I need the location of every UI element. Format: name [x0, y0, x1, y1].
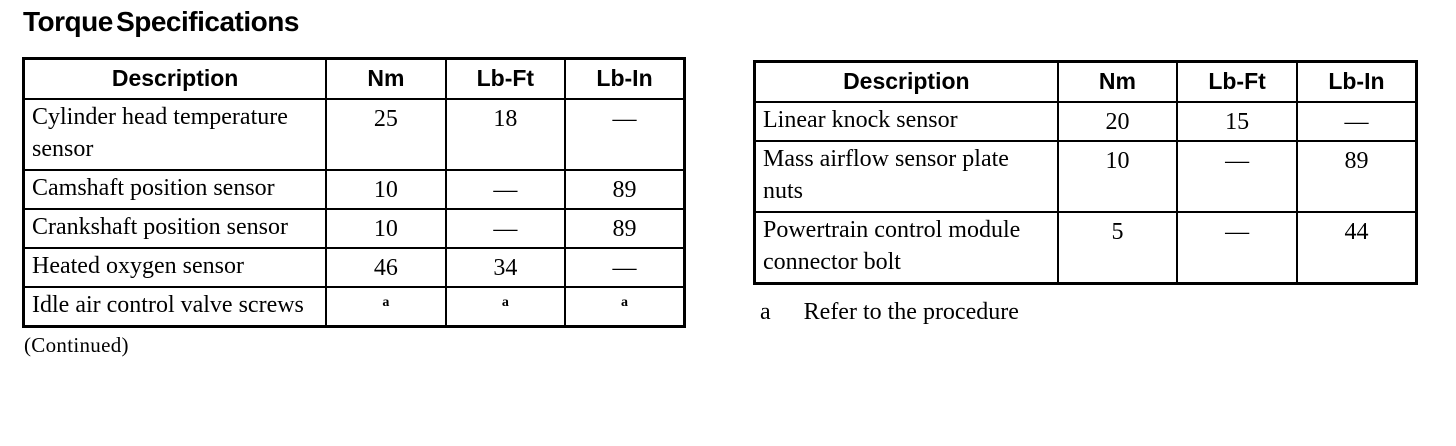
footnote-ref-cell: a — [325, 286, 447, 328]
column-header-lb-ft: Lb-Ft — [444, 57, 567, 100]
value-cell: 34 — [444, 247, 567, 288]
description-cell: Crankshaft position sensor — [22, 208, 328, 249]
value-cell: — — [444, 169, 567, 210]
description-cell: Linear knock sensor — [753, 101, 1059, 142]
footnote: a Refer to the procedure — [760, 299, 1418, 326]
column-header-description: Description — [22, 57, 328, 100]
value-cell: — — [564, 247, 686, 288]
value-cell: 46 — [325, 247, 447, 288]
value-cell: 25 — [325, 98, 447, 171]
value-cell: 10 — [325, 169, 447, 210]
value-cell: — — [1176, 140, 1298, 213]
footnote-text: Refer to the procedure — [803, 299, 1019, 325]
value-cell: 89 — [564, 169, 686, 210]
description-cell: Idle air control valve screws — [22, 286, 328, 328]
value-cell: 89 — [564, 208, 686, 249]
value-cell: 20 — [1056, 101, 1179, 142]
value-cell: 15 — [1176, 101, 1298, 142]
column-header-description: Description — [753, 60, 1059, 103]
value-cell: — — [1295, 101, 1418, 142]
column-header-lb-in: Lb-In — [1295, 60, 1418, 103]
column-header-nm: Nm — [325, 57, 447, 100]
value-cell: 10 — [1056, 140, 1179, 213]
table-row: Powertrain control module connector bolt… — [753, 211, 1418, 285]
footnote-ref-cell: a — [564, 286, 686, 328]
page-title: Torque Specifications — [23, 6, 299, 37]
footnote-ref-cell: a — [444, 286, 567, 328]
column-header-lb-in: Lb-In — [564, 57, 686, 100]
value-cell: 18 — [444, 98, 567, 171]
footnote-marker: a — [760, 299, 771, 325]
value-cell: 89 — [1295, 140, 1418, 213]
value-cell: 10 — [325, 208, 447, 249]
value-cell: — — [564, 98, 686, 171]
value-cell: 5 — [1056, 211, 1179, 285]
description-cell: Camshaft position sensor — [22, 169, 328, 210]
description-cell: Powertrain control module connector bolt — [753, 211, 1059, 285]
description-cell: Cylinder head temperature sensor — [22, 98, 328, 171]
value-cell: 44 — [1295, 211, 1418, 285]
column-header-lb-ft: Lb-Ft — [1176, 60, 1298, 103]
continued-note: (Continued) — [24, 333, 129, 357]
value-cell: — — [444, 208, 567, 249]
column-header-nm: Nm — [1056, 60, 1179, 103]
description-cell: Mass airflow sensor plate nuts — [753, 140, 1059, 213]
description-cell: Heated oxygen sensor — [22, 247, 328, 288]
value-cell: — — [1176, 211, 1298, 285]
